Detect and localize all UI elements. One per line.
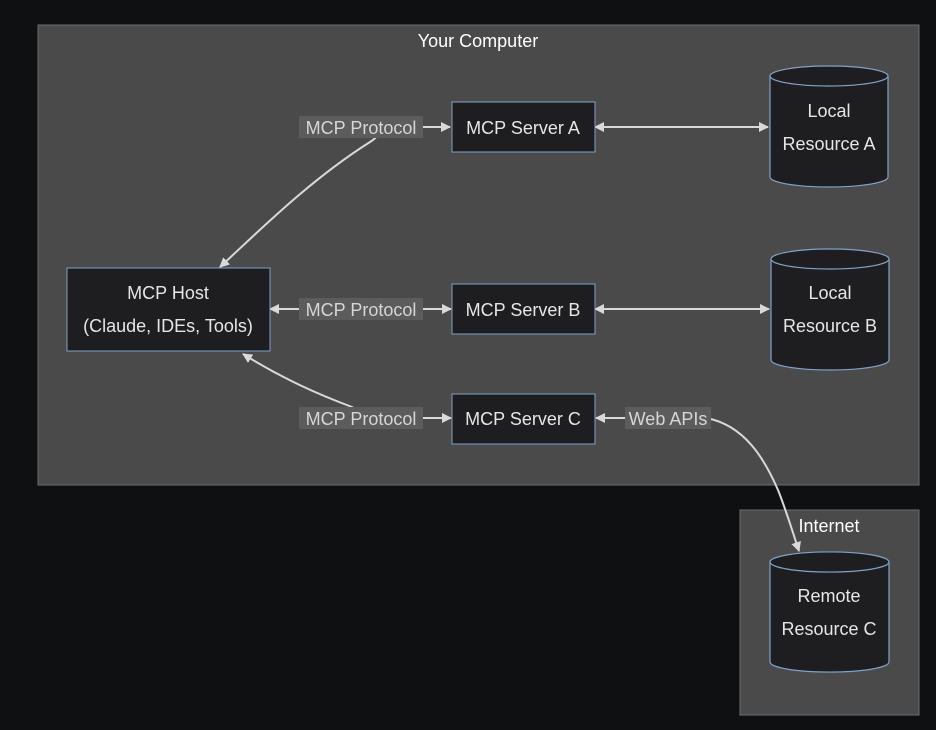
node-mcp-host-subtitle: (Claude, IDEs, Tools) [83, 316, 253, 336]
svg-text:MCP Server B: MCP Server B [466, 300, 581, 320]
svg-text:Remote: Remote [797, 586, 860, 606]
node-mcp-server-c[interactable]: MCP Server C [451, 393, 596, 445]
node-mcp-server-a[interactable]: MCP Server A [451, 101, 596, 153]
svg-text:Web APIs: Web APIs [629, 409, 708, 429]
cluster-your-computer-label: Your Computer [418, 31, 538, 51]
edge-label-host-a: MCP Protocol [299, 116, 423, 138]
node-local-resource-a[interactable]: Local Resource A [769, 65, 889, 188]
svg-text:Resource A: Resource A [782, 134, 875, 154]
cluster-internet-label: Internet [798, 516, 859, 536]
node-local-resource-b[interactable]: Local Resource B [770, 248, 890, 371]
svg-text:MCP Protocol: MCP Protocol [306, 300, 417, 320]
svg-text:MCP Protocol: MCP Protocol [306, 118, 417, 138]
edge-label-host-c: MCP Protocol [299, 407, 423, 429]
node-mcp-host[interactable]: MCP Host (Claude, IDEs, Tools) [66, 267, 271, 352]
svg-text:Local: Local [808, 283, 851, 303]
node-remote-resource-c[interactable]: Remote Resource C [769, 551, 890, 673]
svg-text:Resource C: Resource C [781, 619, 876, 639]
svg-text:MCP Server A: MCP Server A [466, 118, 580, 138]
edge-server-c-to-resource-c [595, 413, 801, 552]
svg-text:Local: Local [807, 101, 850, 121]
edge-label-web-apis: Web APIs [625, 407, 711, 429]
svg-text:Resource B: Resource B [783, 316, 877, 336]
svg-text:MCP Server C: MCP Server C [465, 409, 581, 429]
svg-text:MCP Protocol: MCP Protocol [306, 409, 417, 429]
node-mcp-host-title: MCP Host [127, 283, 209, 303]
edge-label-host-b: MCP Protocol [299, 298, 423, 320]
node-mcp-server-b[interactable]: MCP Server B [451, 283, 596, 335]
